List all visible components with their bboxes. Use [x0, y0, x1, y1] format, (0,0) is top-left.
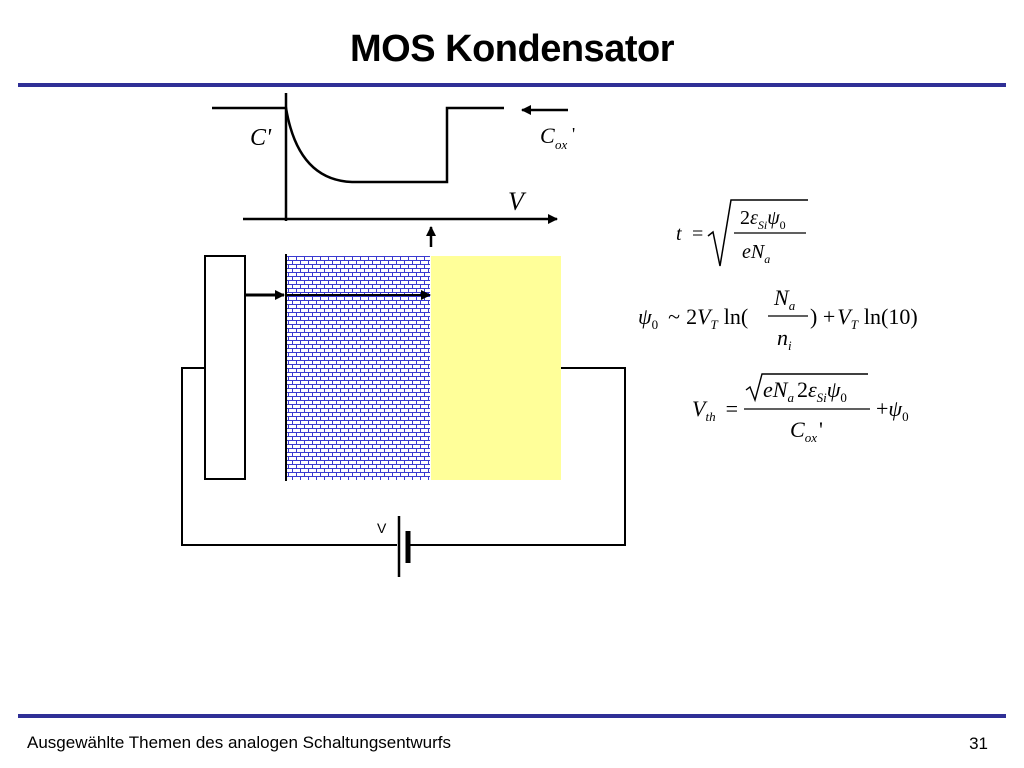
silicon-substrate [431, 256, 561, 480]
psi0-close-plus: ) + [810, 304, 835, 329]
svg-text:eNa: eNa [742, 241, 770, 266]
x-axis-label: V [508, 187, 527, 216]
psi0-psi: ψ [638, 304, 652, 329]
vth-num-coeff: 2 [797, 377, 808, 402]
vth-eps-sub: Si [817, 390, 828, 405]
vth-eq: = [726, 396, 738, 421]
psi0-psi-sub: 0 [652, 317, 659, 332]
t-num-coeff: 2 [740, 207, 750, 229]
footer-rule [18, 714, 1006, 718]
vth-plus: + [876, 396, 888, 421]
psi0-ln-open: ln( [724, 304, 748, 329]
t-den-N: N [750, 241, 766, 263]
psi0-V2: V [837, 304, 853, 329]
vth-sqrt [745, 373, 868, 403]
psi0-V: V [697, 304, 713, 329]
vth-psi-sub: 0 [840, 390, 847, 405]
circuit-wire [181, 367, 626, 546]
vth-psi2-sub: 0 [902, 409, 909, 424]
vth-lhs-sub: th [705, 409, 715, 424]
t-lhs: t [676, 223, 682, 245]
vth-eps: ε [808, 377, 817, 402]
page-number: 31 [969, 734, 988, 753]
vth-den-prime: ' [819, 417, 823, 442]
mos-structure [204, 254, 561, 481]
cox-label-sub: ox [555, 137, 568, 152]
gate-electrode [204, 255, 246, 480]
t-eps-sub: Si [758, 218, 767, 232]
vth-den-C-sub: ox [805, 430, 818, 445]
t-den-e: e [742, 241, 751, 263]
psi0-ln10: ln(10) [864, 304, 918, 329]
vth-psi: ψ [827, 377, 841, 402]
psi0-frac-num: N [773, 285, 790, 310]
svg-text:Vth=: Vth = [692, 396, 738, 424]
vth-lhs: V [692, 396, 708, 421]
capacitance-curve [212, 106, 504, 184]
bias-circuit: V [181, 367, 626, 577]
vth-den-C: C [790, 417, 805, 442]
svg-text:2εSiψ0: 2εSiψ0 [740, 207, 786, 232]
psi0-frac-den: n [777, 325, 788, 350]
t-psi-sub: 0 [780, 218, 786, 232]
t-den-N-sub: a [764, 252, 770, 266]
t-psi: ψ [767, 207, 780, 229]
svg-text:Cox': Cox' [790, 417, 823, 445]
psi0-frac-den-sub: i [788, 338, 792, 353]
cox-label-prime: ' [572, 124, 575, 144]
psi0-V-sub: T [711, 317, 719, 332]
svg-text:+ψ0: +ψ0 [876, 396, 909, 424]
footer-text: Ausgewählte Themen des analogen Schaltun… [27, 733, 452, 752]
psi0-coeff: 2 [686, 304, 697, 329]
cox-label-main: C [540, 123, 555, 148]
psi0-tilde: ~ [668, 304, 680, 329]
svg-text:ni: ni [777, 325, 792, 353]
svg-text:Na: Na [773, 285, 796, 313]
vth-psi2: ψ [888, 396, 902, 421]
cv-plot: C' V C ox ' [212, 93, 575, 247]
psi0-frac-num-sub: a [789, 298, 796, 313]
cox-label: C ox ' [540, 123, 575, 152]
t-sqrt [707, 199, 808, 267]
title-underline [18, 83, 1006, 87]
t-equals: = [692, 223, 703, 245]
formula-depletion-width: t = 2εSiψ0 eNa [676, 199, 808, 267]
psi0-V2-sub: T [851, 317, 859, 332]
slide-title: MOS Kondensator [350, 28, 674, 70]
vth-num-N-sub: a [787, 390, 794, 405]
y-axis-label: C' [250, 125, 272, 151]
oxide-layer [287, 256, 430, 480]
t-epsilon: ε [750, 207, 758, 229]
vth-num-N: N [772, 377, 789, 402]
vth-num-e: e [763, 377, 773, 402]
battery-label: V [377, 520, 387, 536]
